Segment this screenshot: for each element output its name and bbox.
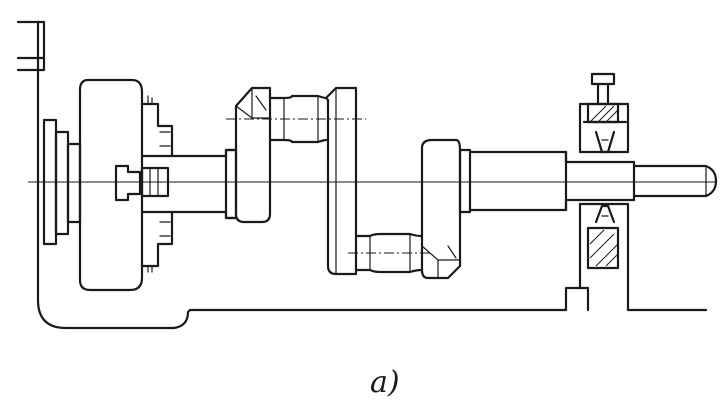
chuck-jaws bbox=[140, 95, 174, 273]
figure-caption: a) bbox=[370, 365, 400, 400]
steady-rest bbox=[578, 72, 630, 312]
drive-dog-clamp bbox=[114, 164, 170, 202]
left-web-flange bbox=[224, 148, 238, 220]
main-journal-left bbox=[170, 148, 236, 220]
chuck-drum bbox=[78, 78, 144, 292]
main-journal-right bbox=[458, 148, 636, 214]
crank-web-1 bbox=[234, 86, 272, 224]
shaft-end-stub bbox=[632, 164, 718, 198]
crank-web-3 bbox=[420, 138, 462, 280]
lathe-bed-frame bbox=[16, 20, 708, 330]
crank-web-2 bbox=[324, 86, 358, 276]
center-lines bbox=[28, 118, 716, 254]
